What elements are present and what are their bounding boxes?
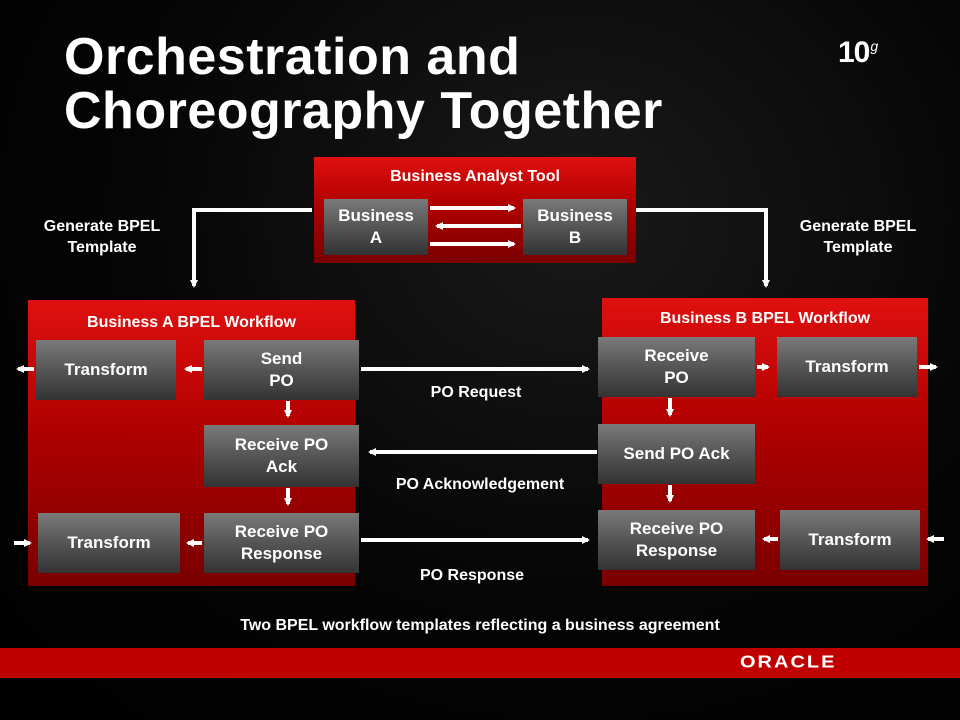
footer-bar <box>0 648 960 678</box>
workflow-a-receive-po-response-box: Receive PO Response <box>204 513 359 573</box>
workflow-a-title: Business A BPEL Workflow <box>87 314 296 331</box>
workflow-a-transform-top: Transform <box>36 340 176 400</box>
version-number: 10 <box>838 36 870 69</box>
business-a-box: Business A <box>324 199 428 255</box>
oracle-logo: ORACLE <box>740 652 837 672</box>
send-po-ack-box: Send PO Ack <box>598 424 755 484</box>
title-line-1: Orchestration and <box>64 28 521 86</box>
generate-bpel-left-label: Generate BPEL Template <box>43 218 161 256</box>
slide-caption: Two BPEL workflow templates reflecting a… <box>240 617 720 634</box>
send-po-box: Send PO <box>204 340 359 400</box>
workflow-b-receive-po-response-box: Receive PO Response <box>598 510 755 570</box>
workflow-b-transform-top: Transform <box>777 337 917 397</box>
generate-bpel-right-label: Generate BPEL Template <box>799 218 917 256</box>
version-logo: 10g <box>838 36 878 70</box>
workflow-a-transform-bottom: Transform <box>38 513 180 573</box>
receive-po-box: Receive PO <box>598 337 755 397</box>
slide-title: Orchestration and Choreography Together <box>64 30 784 138</box>
po-ack-label: PO Acknowledgement <box>395 476 565 493</box>
po-request-label: PO Request <box>430 384 522 401</box>
receive-po-ack-box: Receive PO Ack <box>204 425 359 487</box>
version-suffix: g <box>870 38 878 54</box>
po-response-label: PO Response <box>419 567 525 584</box>
generate-template-right-arrow <box>636 208 770 288</box>
analyst-tool-title: Business Analyst Tool <box>390 168 560 185</box>
workflow-b-title: Business B BPEL Workflow <box>659 310 871 327</box>
generate-template-left-arrow <box>190 208 312 288</box>
workflow-b-transform-bottom: Transform <box>780 510 920 570</box>
business-b-box: Business B <box>523 199 627 255</box>
title-line-2: Choreography Together <box>64 82 663 140</box>
